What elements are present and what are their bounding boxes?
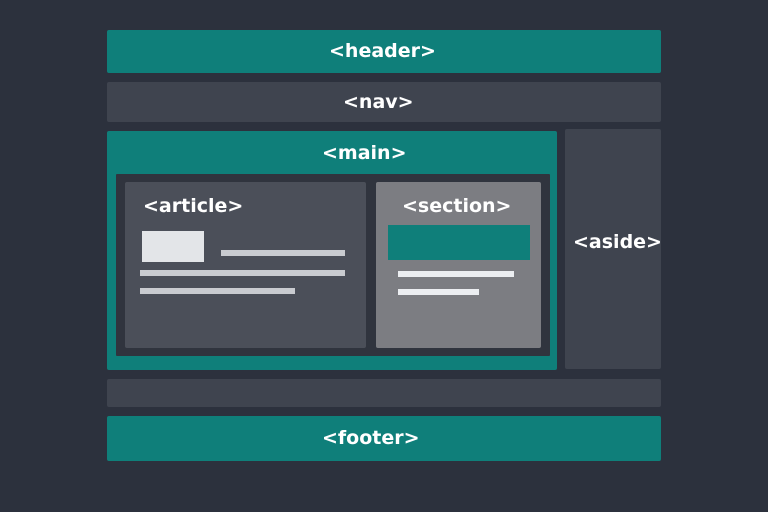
nav-label: <nav> — [343, 91, 414, 113]
section-text-line — [398, 271, 514, 277]
unlabeled-band — [107, 379, 661, 407]
footer-label: <footer> — [322, 427, 420, 449]
header-label: <header> — [329, 40, 436, 62]
aside-label: <aside> — [573, 231, 662, 253]
aside-block: <aside> — [565, 129, 662, 369]
header-block: <header> — [107, 30, 661, 73]
article-block: <article> — [125, 182, 366, 348]
article-text-line — [221, 250, 345, 256]
footer-block: <footer> — [107, 416, 661, 461]
article-label: <article> — [143, 195, 244, 217]
section-heading-bar — [388, 225, 530, 260]
section-label: <section> — [402, 195, 512, 217]
article-text-line — [140, 288, 295, 294]
section-text-line — [398, 289, 479, 295]
article-image-placeholder — [142, 231, 204, 262]
nav-block: <nav> — [107, 82, 661, 122]
main-label: <main> — [322, 142, 407, 164]
section-block: <section> — [376, 182, 541, 348]
article-text-line — [140, 270, 345, 276]
